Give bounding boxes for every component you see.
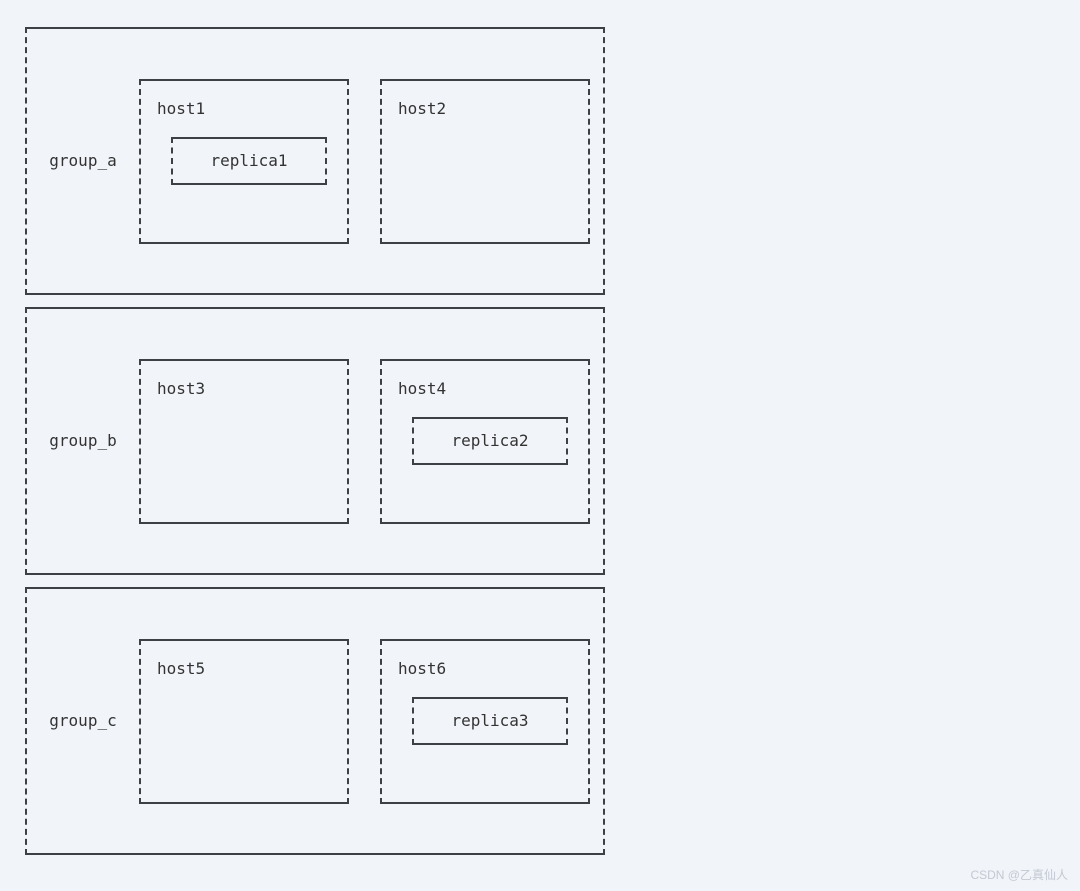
host-label-host5: host5	[157, 658, 206, 678]
group-label-group_a: group_a	[49, 151, 117, 170]
diagram-canvas: group_a host1 replica1 host2 group_b hos…	[25, 27, 605, 855]
replica-box-replica2: replica2	[412, 416, 568, 465]
group-label-group_b: group_b	[49, 431, 117, 450]
watermark: CSDN @乙真仙人	[970, 868, 1068, 882]
group-box-group_a: group_a host1 replica1 host2	[25, 27, 605, 295]
host-box-host1: host1 replica1	[139, 78, 349, 244]
hosts-area-group_b: host3 host4 replica2	[139, 309, 603, 573]
group-box-group_c: group_c host5 host6 replica3	[25, 587, 605, 855]
group-label-group_c: group_c	[49, 711, 117, 730]
host-label-host6: host6	[398, 658, 447, 678]
host-box-host4: host4 replica2	[380, 358, 590, 524]
host-box-host5: host5	[139, 638, 349, 804]
replica-box-replica1: replica1	[171, 136, 327, 185]
host-label-host3: host3	[157, 378, 206, 398]
replica-label-replica3: replica3	[451, 710, 529, 730]
host-label-host4: host4	[398, 378, 447, 398]
host-box-host3: host3	[139, 358, 349, 524]
replica-box-replica3: replica3	[412, 696, 568, 745]
host-box-host6: host6 replica3	[380, 638, 590, 804]
hosts-area-group_a: host1 replica1 host2	[139, 29, 603, 293]
host-label-host1: host1	[157, 98, 206, 118]
host-label-host2: host2	[398, 98, 447, 118]
hosts-area-group_c: host5 host6 replica3	[139, 589, 603, 853]
replica-label-replica2: replica2	[451, 430, 529, 450]
replica-label-replica1: replica1	[210, 150, 288, 170]
group-box-group_b: group_b host3 host4 replica2	[25, 307, 605, 575]
host-box-host2: host2	[380, 78, 590, 244]
